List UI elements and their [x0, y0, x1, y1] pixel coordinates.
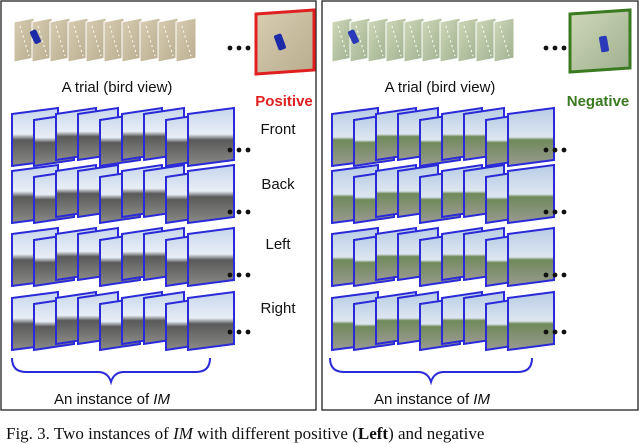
left-bird-frame	[104, 18, 124, 62]
left-bird-frame	[140, 18, 160, 62]
left-trial-label: A trial (bird view)	[62, 79, 173, 96]
right-outcome-label: Negative	[567, 93, 630, 110]
ellipsis-dot	[544, 46, 549, 51]
figure-caption: Fig. 3. Two instances of IM with differe…	[6, 424, 640, 444]
right-bird-frame	[476, 18, 496, 62]
right-camera-frame	[508, 108, 554, 166]
ellipsis-dot	[237, 330, 242, 335]
ellipsis-dot	[228, 46, 233, 51]
ellipsis-dot	[562, 210, 567, 215]
left-camera-frame	[188, 292, 234, 350]
ellipsis-dot	[246, 210, 251, 215]
left-outcome-label: Positive	[255, 93, 313, 110]
ellipsis-dot	[544, 210, 549, 215]
ellipsis-dot	[228, 273, 233, 278]
view-label-left: Left	[265, 236, 291, 253]
right-bird-frame	[404, 18, 424, 62]
ellipsis-dot	[544, 148, 549, 153]
ellipsis-dot	[246, 330, 251, 335]
right-bird-frame	[332, 18, 352, 62]
right-camera-frame	[508, 292, 554, 350]
ellipsis-dot	[562, 330, 567, 335]
ellipsis-dot	[562, 148, 567, 153]
ellipsis-dot	[553, 210, 558, 215]
ellipsis-dot	[237, 46, 242, 51]
left-bird-frame	[50, 18, 70, 62]
view-label-back: Back	[261, 176, 295, 193]
right-bird-frame	[422, 18, 442, 62]
left-bird-view-stack	[14, 10, 314, 74]
right-bird-frame	[386, 18, 406, 62]
left-bird-frame	[122, 18, 142, 62]
right-instance-label: An instance of IM	[374, 391, 490, 408]
right-bird-frame	[458, 18, 478, 62]
view-label-right: Right	[260, 300, 296, 317]
ellipsis-dot	[562, 46, 567, 51]
view-label-front: Front	[260, 121, 296, 138]
left-instance-label: An instance of IM	[54, 391, 170, 408]
ellipsis-dot	[544, 330, 549, 335]
left-bird-frame	[158, 18, 178, 62]
ellipsis-dot	[562, 273, 567, 278]
left-camera-stacks	[12, 108, 234, 350]
left-camera-frame	[188, 228, 234, 286]
left-bracket	[12, 358, 210, 382]
right-bird-frame	[440, 18, 460, 62]
ellipsis-dot	[228, 210, 233, 215]
ellipsis-dot	[553, 46, 558, 51]
left-camera-frame	[188, 165, 234, 223]
positive-final-frame	[256, 10, 314, 74]
ellipsis-dot	[228, 148, 233, 153]
ellipsis-dot	[246, 46, 251, 51]
left-bird-frame	[86, 18, 106, 62]
left-bird-frame	[14, 18, 34, 62]
left-bird-frame	[176, 18, 196, 62]
ellipsis-dot	[553, 273, 558, 278]
right-bird-frame	[494, 18, 514, 62]
ellipsis-dot	[553, 148, 558, 153]
ellipsis-dot	[246, 273, 251, 278]
right-camera-stacks	[332, 108, 554, 350]
right-bird-frame	[368, 18, 388, 62]
right-bird-view-stack	[332, 10, 630, 72]
ellipsis-dot	[237, 148, 242, 153]
ellipsis-dot	[553, 330, 558, 335]
right-bracket	[330, 358, 532, 382]
right-camera-frame	[508, 228, 554, 286]
ellipsis-dot	[246, 148, 251, 153]
ellipsis-dot	[544, 273, 549, 278]
right-camera-frame	[508, 165, 554, 223]
left-camera-frame	[188, 108, 234, 166]
right-trial-label: A trial (bird view)	[385, 79, 496, 96]
ellipsis-dot	[237, 210, 242, 215]
left-bird-frame	[68, 18, 88, 62]
ellipsis-dot	[237, 273, 242, 278]
ellipsis-dot	[228, 330, 233, 335]
